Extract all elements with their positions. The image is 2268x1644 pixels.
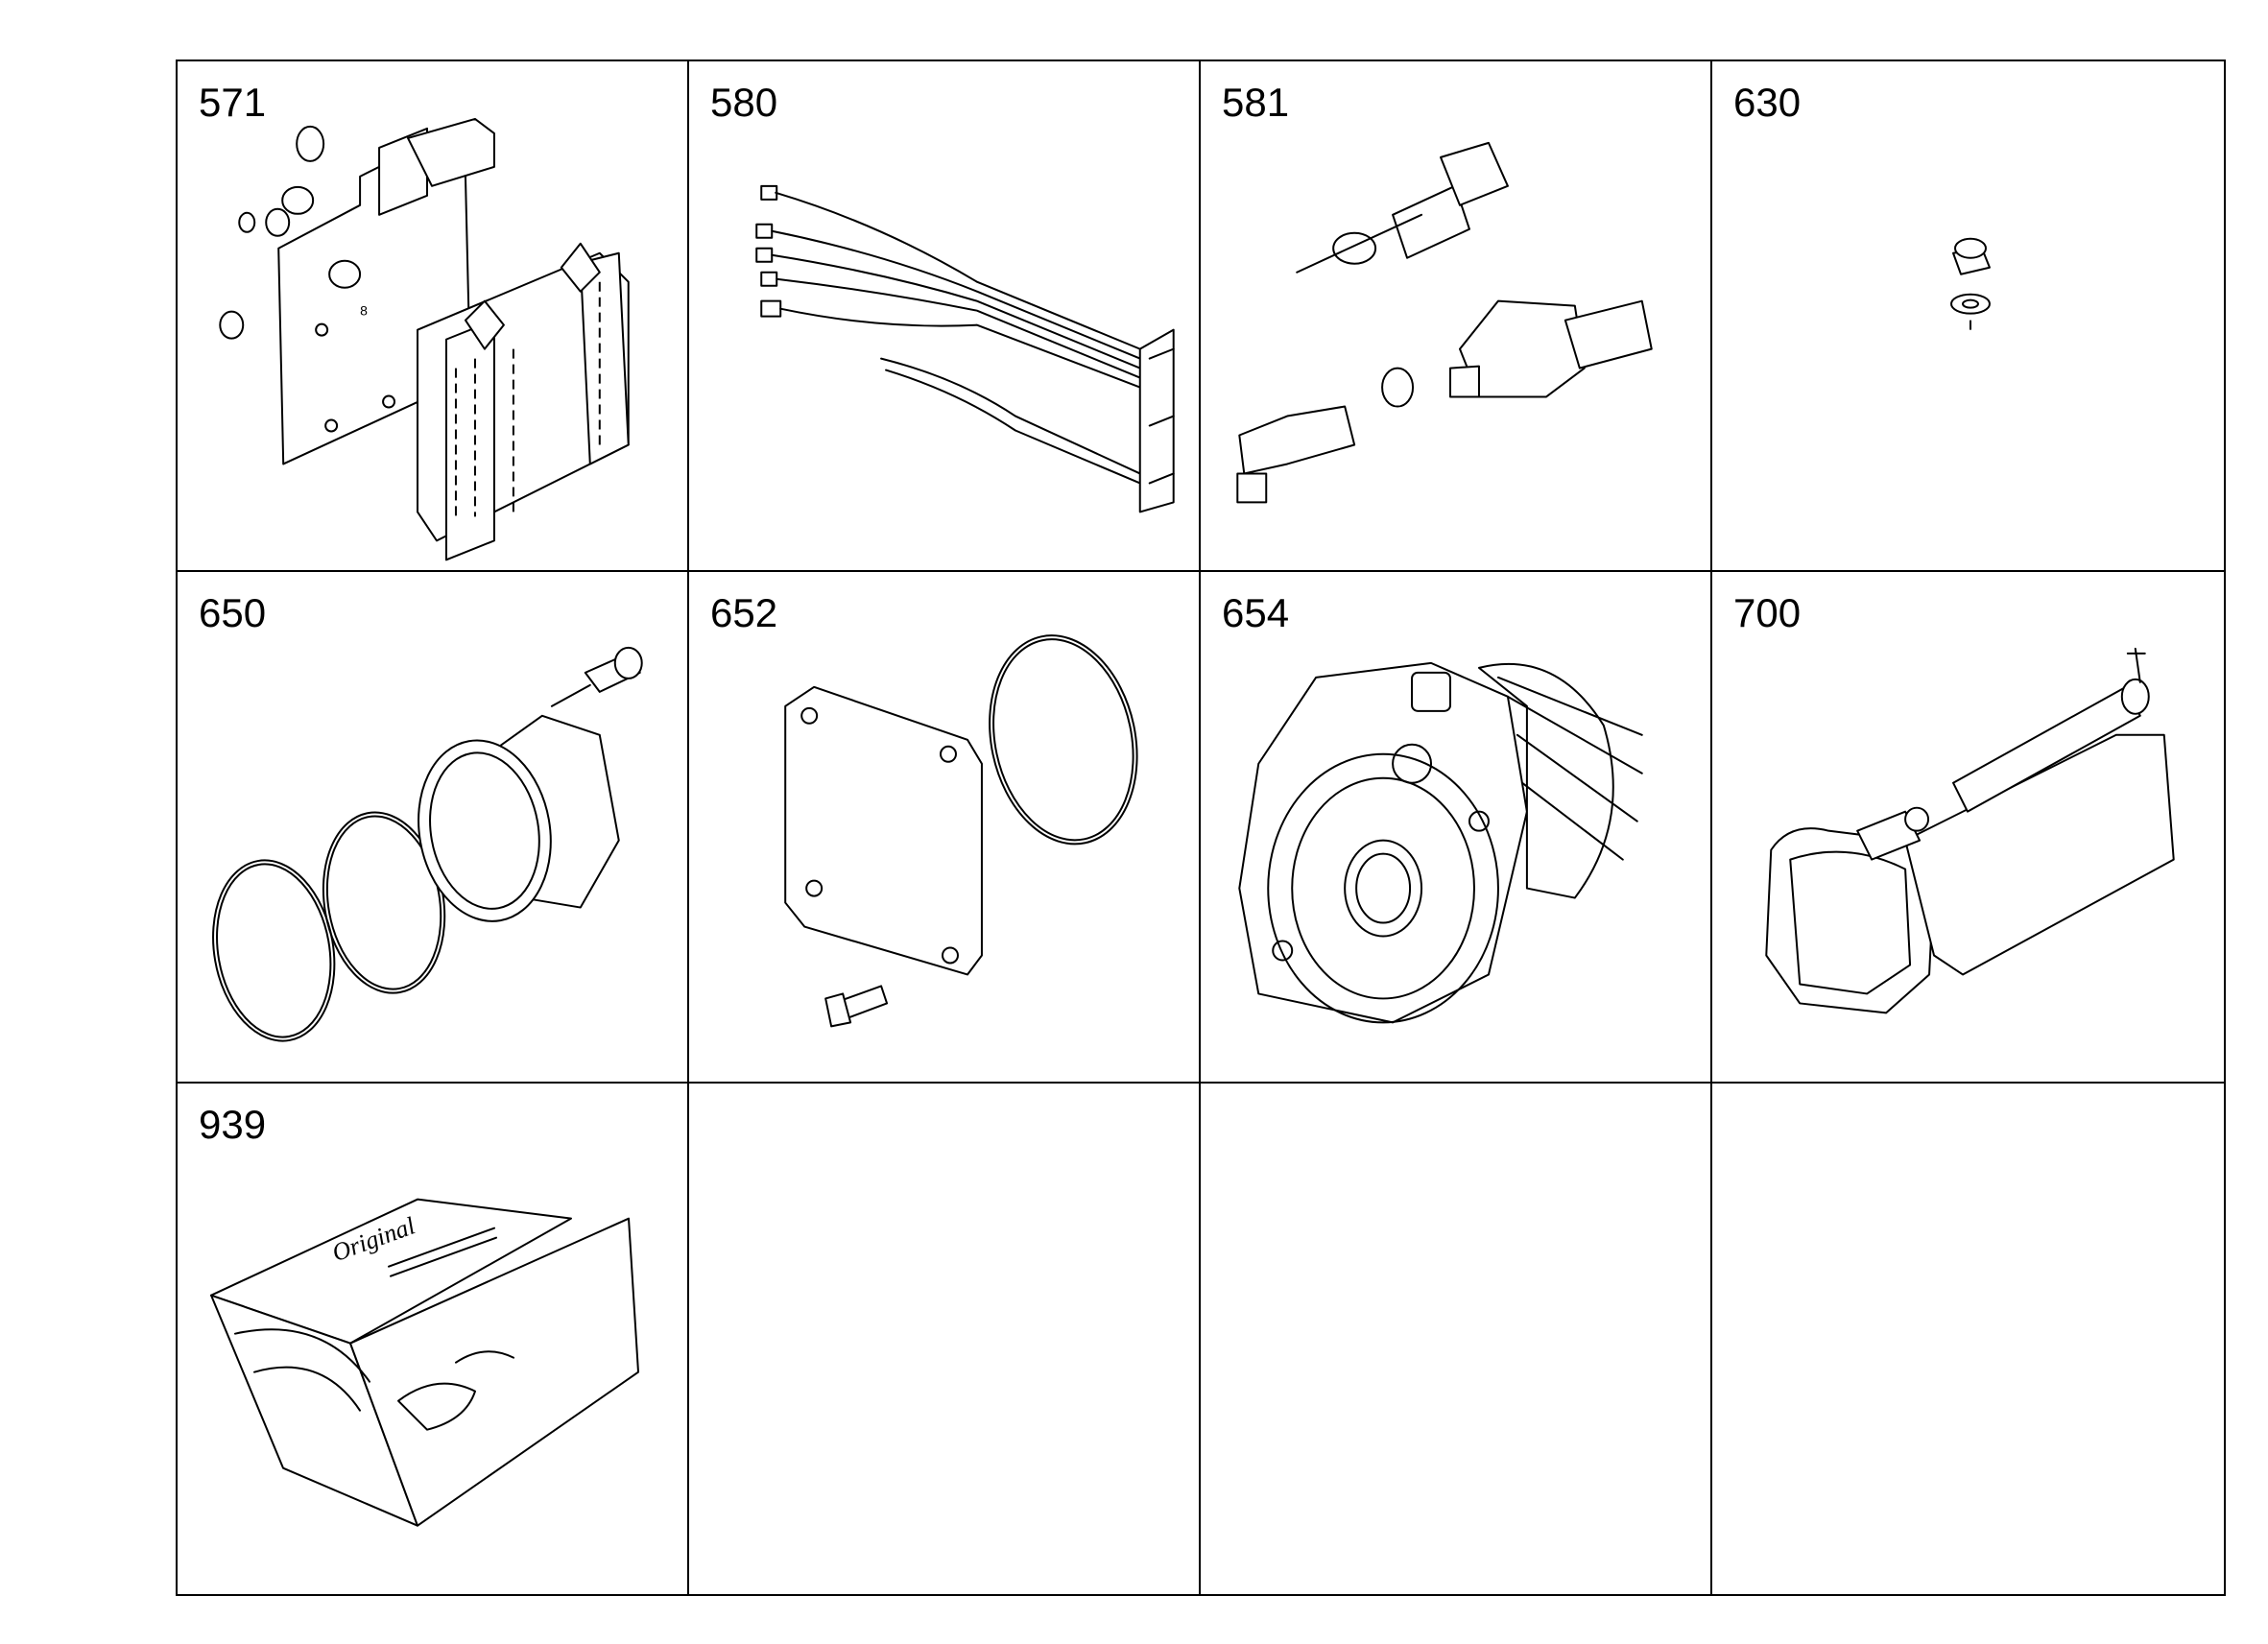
part-cell-700[interactable]: 700 bbox=[1712, 572, 2224, 1084]
part-number: 654 bbox=[1222, 590, 1290, 636]
plug-screw-washer-icon bbox=[1712, 61, 2224, 570]
part-number: 630 bbox=[1733, 80, 1802, 125]
sensor-switches-icon bbox=[1201, 61, 1710, 570]
part-number: 580 bbox=[710, 80, 778, 125]
circuit-board-bracket-icon: 8 bbox=[178, 61, 687, 570]
empty-cell bbox=[1201, 1083, 1712, 1594]
gear-pump-icon bbox=[1201, 572, 1710, 1081]
part-cell-650[interactable]: 650 bbox=[178, 572, 689, 1084]
parts-grid: 8 571 bbox=[176, 60, 2226, 1596]
part-number: 581 bbox=[1222, 80, 1290, 125]
part-number: 571 bbox=[199, 80, 267, 125]
wiring-harness-icon bbox=[689, 61, 1199, 570]
part-cell-630[interactable]: 630 bbox=[1712, 61, 2224, 573]
part-cell-571[interactable]: 8 571 bbox=[178, 61, 689, 573]
flange-seal-rings-icon bbox=[178, 572, 687, 1081]
part-number: 652 bbox=[710, 590, 778, 636]
repair-kit-box-icon: Original bbox=[178, 1084, 687, 1594]
empty-cell bbox=[1712, 1084, 2224, 1594]
svg-text:8: 8 bbox=[360, 303, 368, 319]
part-cell-652[interactable]: 652 bbox=[689, 572, 1201, 1084]
cover-plate-oring-icon bbox=[689, 572, 1199, 1081]
part-cell-939[interactable]: Original 939 bbox=[178, 1083, 689, 1594]
part-cell-581[interactable]: 581 bbox=[1201, 61, 1712, 573]
actuator-housing-icon bbox=[1712, 572, 2224, 1081]
part-cell-654[interactable]: 654 bbox=[1201, 572, 1712, 1084]
part-number: 650 bbox=[199, 590, 267, 636]
part-number: 700 bbox=[1733, 590, 1802, 636]
empty-cell bbox=[689, 1083, 1201, 1594]
part-number: 939 bbox=[199, 1101, 267, 1147]
part-cell-580[interactable]: 580 bbox=[689, 61, 1201, 573]
